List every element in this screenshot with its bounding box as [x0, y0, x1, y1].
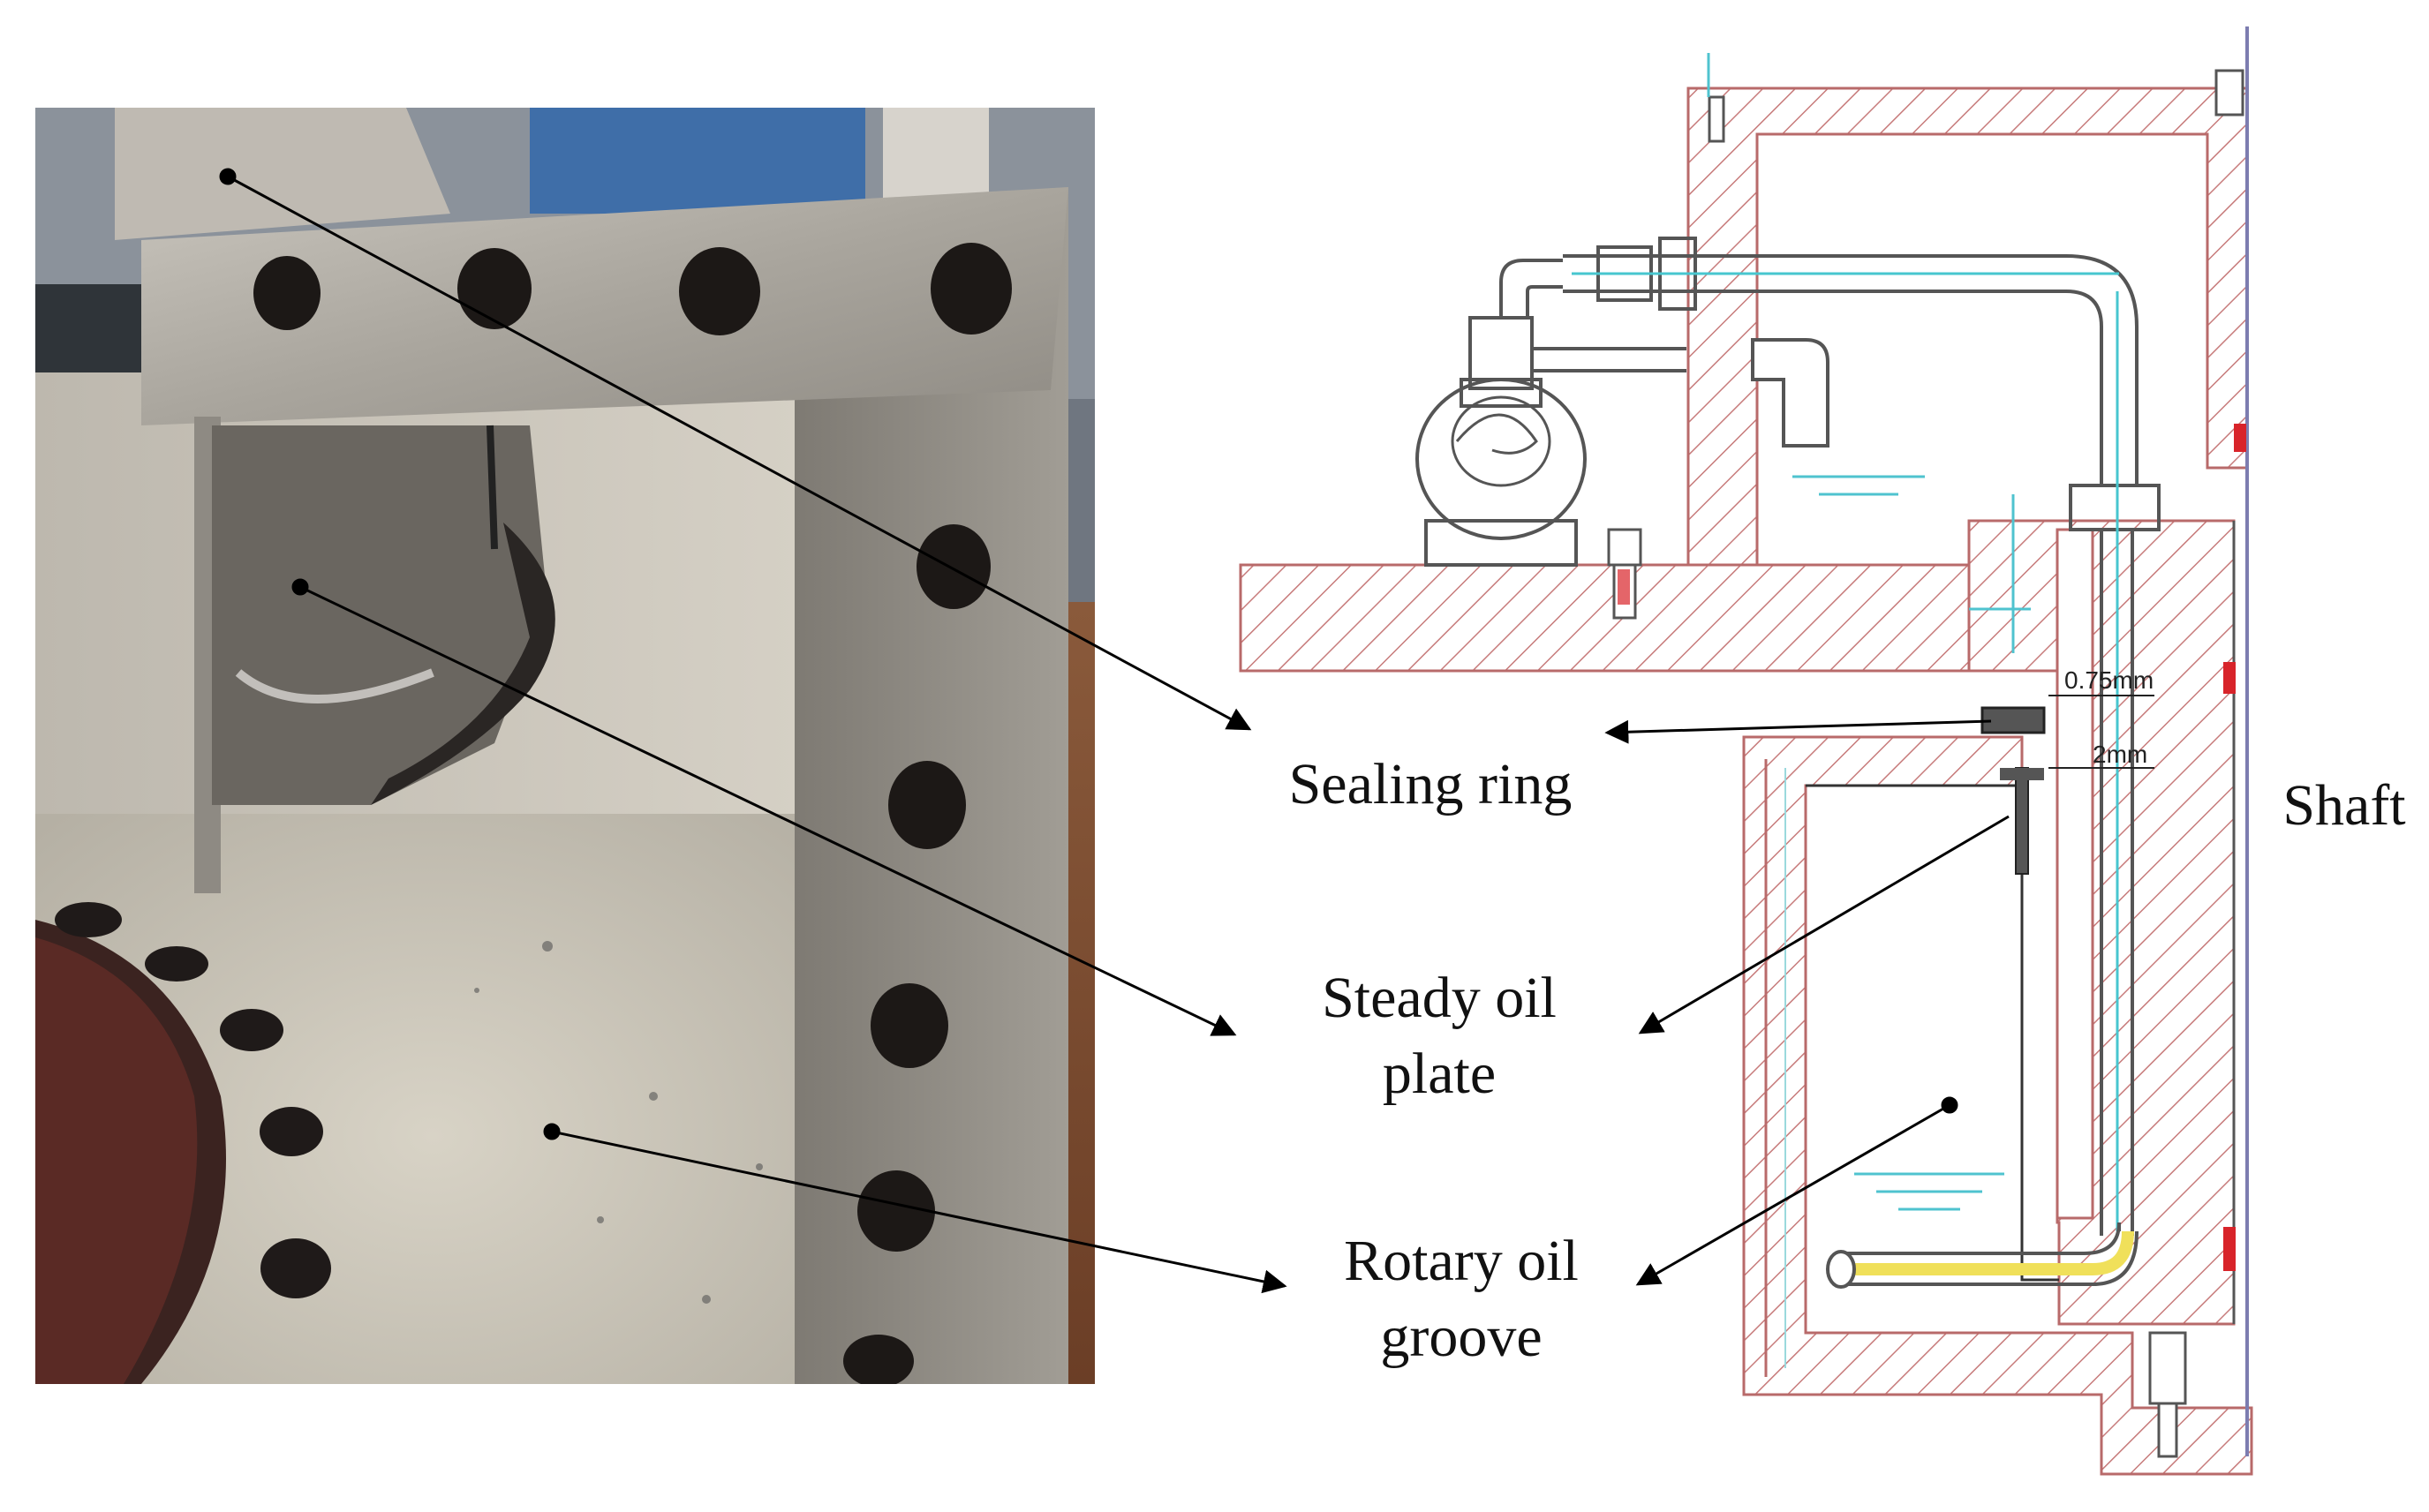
- label-rotary-oil-groove: Rotary oil groove: [1294, 1223, 1629, 1375]
- label-steady-oil-plate-line1: Steady oil: [1322, 966, 1557, 1030]
- label-steady-oil-plate: Steady oil plate: [1271, 960, 1607, 1112]
- label-rotary-oil-groove-line2: groove: [1380, 1305, 1543, 1369]
- dimension-lower: 2mm: [2093, 741, 2147, 768]
- label-sealing-ring: Sealing ring: [1288, 752, 1573, 816]
- leader-sealing-ring-drawing: [1604, 719, 1992, 744]
- pump-motor: [1415, 259, 1686, 567]
- steady-oil-plate: [212, 425, 547, 805]
- flange-holes: [253, 243, 1012, 1384]
- sealing-ring-section: [1980, 706, 2046, 734]
- leader-sealing-ring-photo: [227, 175, 1252, 731]
- rotary-oil-groove-floor: [35, 764, 830, 1384]
- leader-rotary-oil-groove-drawing: [1635, 1103, 1950, 1286]
- top-flange: [141, 187, 1068, 425]
- housing-top-cap: [1686, 87, 2249, 567]
- shaft-markers: [2223, 424, 2246, 1271]
- leader-rotary-oil-groove-photo: [551, 1130, 1287, 1294]
- steady-oil-plate-section: [2015, 767, 2029, 875]
- dimension-upper: 0.75mm: [2064, 666, 2154, 694]
- oil-pipe: [1563, 237, 2161, 1236]
- return-pipe: [1845, 1222, 2121, 1255]
- label-steady-oil-plate-line2: plate: [1382, 1042, 1497, 1106]
- leader-steady-oil-plate-drawing: [1638, 815, 2010, 1034]
- apparatus-photo: [35, 108, 1095, 1384]
- base-plate: [1239, 563, 2055, 673]
- cross-section-drawing: [1239, 26, 2253, 1476]
- label-shaft: Shaft: [2282, 773, 2406, 838]
- label-rotary-oil-groove-line1: Rotary oil: [1344, 1229, 1579, 1293]
- leader-lines: [219, 168, 2010, 1294]
- leader-steady-oil-plate-photo: [299, 585, 1237, 1036]
